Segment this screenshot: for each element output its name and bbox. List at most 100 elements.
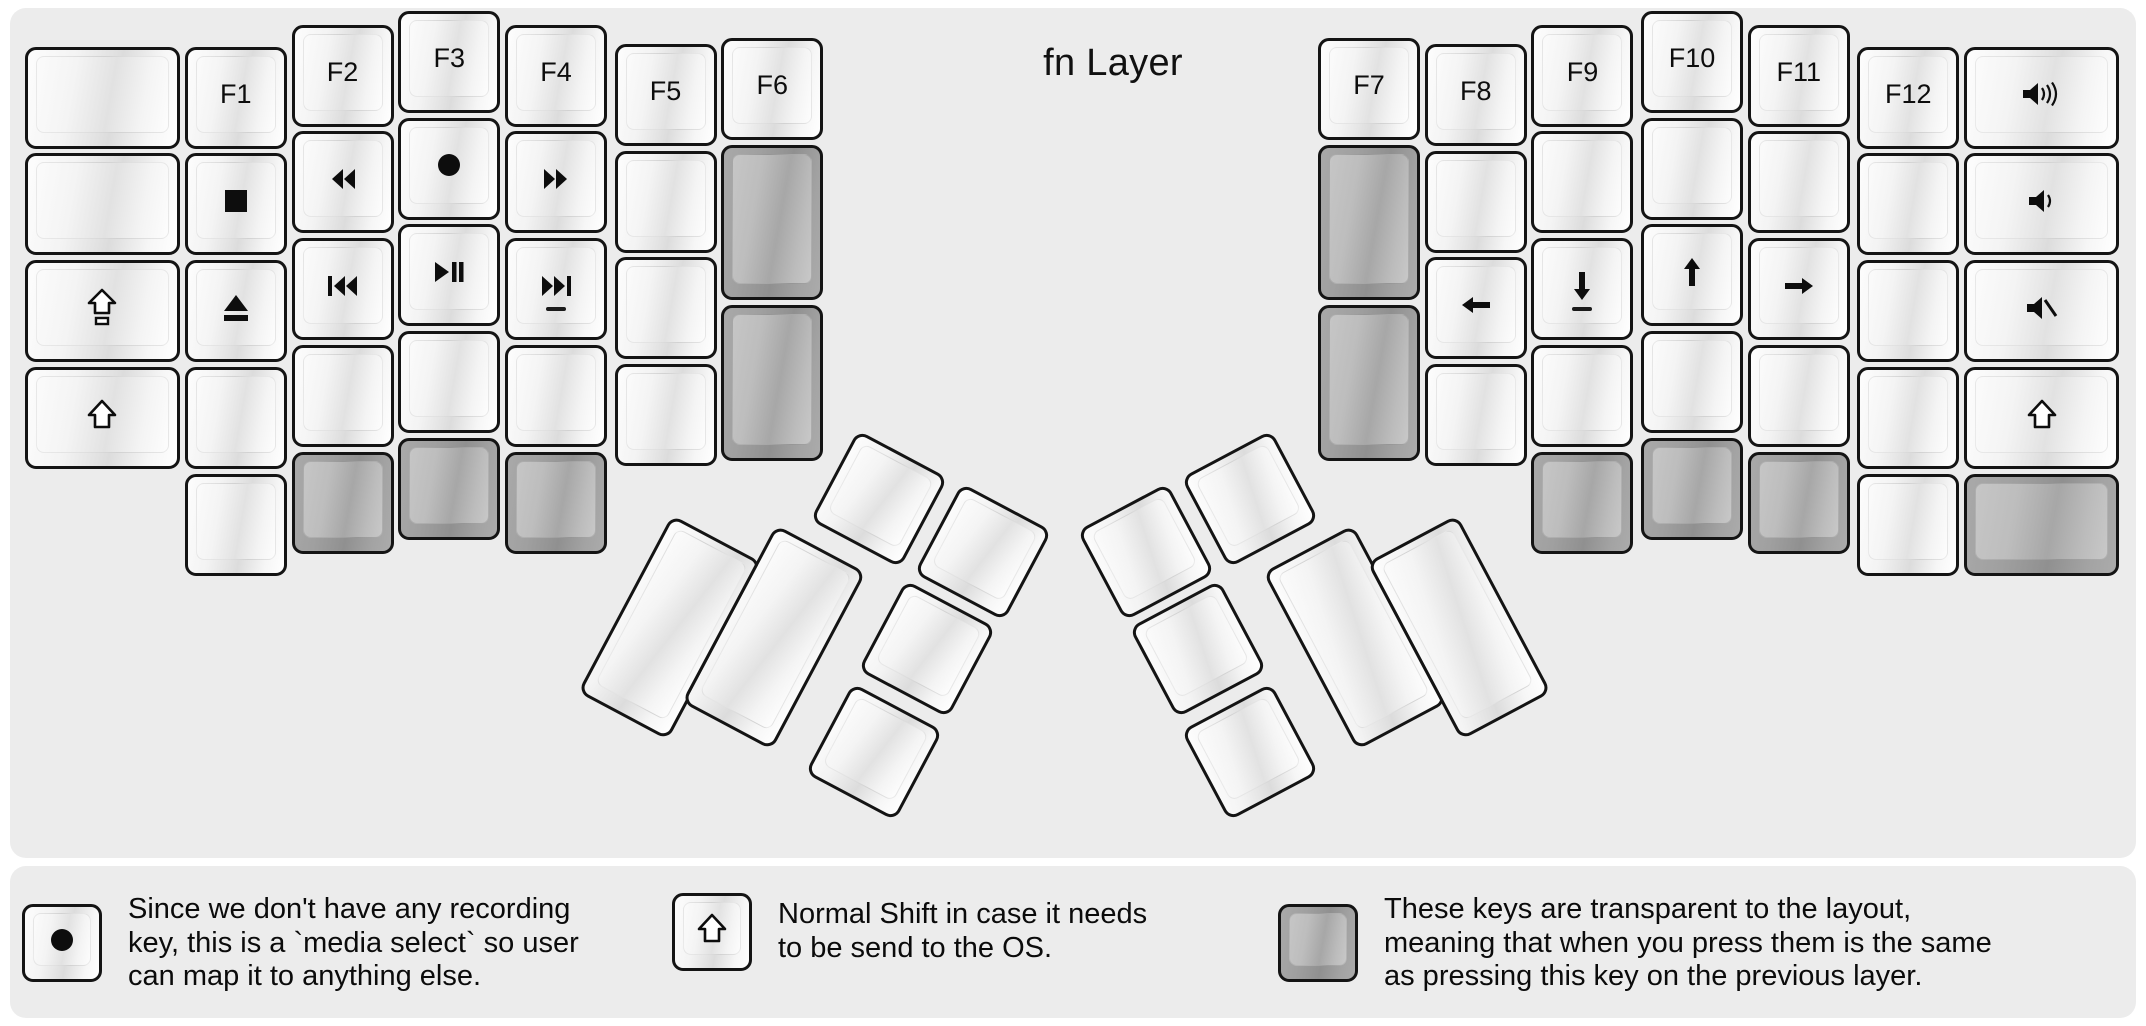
keycap-top-surface <box>1651 446 1732 524</box>
keycap-label <box>295 461 391 538</box>
keycap-right-middle-1[interactable]: F10 <box>1640 10 1743 113</box>
keycap-right-inner-2[interactable] <box>1424 150 1527 253</box>
keycap-left-inner-3[interactable] <box>614 257 717 360</box>
keycap-right-index-4[interactable] <box>1531 344 1634 447</box>
keycap-label <box>401 340 497 417</box>
keycap-top-surface <box>409 446 490 524</box>
keycap-label: F8 <box>1459 75 1492 106</box>
keycap-right-pinky-5[interactable] <box>1857 473 1960 576</box>
keycap-right-index-2[interactable] <box>1531 131 1634 234</box>
keycap-top-surface <box>1868 55 1949 133</box>
keycap-left-inner-2[interactable] <box>614 150 717 253</box>
keycap-right-pinky-outer-3[interactable] <box>1963 260 2120 363</box>
keycap-left-pinky-4[interactable] <box>184 366 287 469</box>
keycap-top-surface <box>302 247 383 325</box>
keycap-right-ring-4[interactable] <box>1747 344 1850 447</box>
shift-arrow-icon <box>675 902 749 955</box>
keycap-label <box>618 373 714 450</box>
keycap-left-pinky-outer-4[interactable] <box>24 366 181 469</box>
keycap-left-inner-most-2[interactable] <box>721 145 824 301</box>
keycap-right-pinky-outer-1[interactable] <box>1963 46 2120 149</box>
keycap-right-pinky-outer-4[interactable] <box>1963 366 2120 469</box>
keycap-right-ring-1[interactable]: F11 <box>1747 24 1850 127</box>
keycap-right-pinky-outer-5[interactable] <box>1963 473 2120 576</box>
keycap-left-pinky-outer-2[interactable] <box>24 153 181 256</box>
keycap-right-pinky-2[interactable] <box>1857 153 1960 256</box>
play-pause-icon <box>401 233 497 310</box>
keycap-label <box>508 354 604 431</box>
keycap-right-pinky-outer-2[interactable] <box>1963 153 2120 256</box>
keycap-left-index-3[interactable] <box>505 238 608 341</box>
keycap-left-pinky-2[interactable] <box>184 153 287 256</box>
keycap-left-pinky-outer-1[interactable] <box>24 46 181 149</box>
keycap-right-ring-3[interactable] <box>1747 238 1850 341</box>
keycap-right-pinky-1[interactable]: F12 <box>1857 46 1960 149</box>
keycap-label <box>1751 354 1847 431</box>
keycap-left-index-4[interactable] <box>505 344 608 447</box>
keycap-right-inner-3[interactable] <box>1424 257 1527 360</box>
keycap-right-inner-4[interactable] <box>1424 364 1527 467</box>
keycap-left-index-1[interactable]: F4 <box>505 24 608 127</box>
keycap-left-middle-2[interactable] <box>398 117 501 220</box>
keycap-right-pinky-4[interactable] <box>1857 366 1960 469</box>
keycap-right-index-3[interactable] <box>1531 238 1634 341</box>
legend-sample-keycap-1 <box>22 904 102 983</box>
keycap-left-pinky-5[interactable] <box>184 473 287 576</box>
keycap-left-inner-most-3[interactable] <box>721 305 824 461</box>
keycap-right-inner-most-3[interactable] <box>1317 305 1420 461</box>
keycap-right-ring-2[interactable] <box>1747 131 1850 234</box>
keycap-label: F7 <box>1353 70 1385 101</box>
keycap-left-pinky-3[interactable] <box>184 260 287 363</box>
keycap-top-surface <box>516 353 597 431</box>
keycap-left-middle-4[interactable] <box>398 331 501 434</box>
keycap-top-surface <box>1542 33 1623 111</box>
keycap-top-surface <box>1974 482 2109 560</box>
keycap-left-middle-3[interactable] <box>398 224 501 327</box>
volume-mute-icon <box>1967 269 2116 346</box>
keycap-label <box>1644 447 1740 524</box>
keycap-label: F3 <box>433 42 466 73</box>
keycap-label <box>618 266 714 343</box>
keycap-left-ring-1[interactable]: F2 <box>291 24 394 127</box>
keycap-left-inner-1[interactable]: F5 <box>614 43 717 146</box>
keycap-left-index-5[interactable] <box>505 451 608 554</box>
keycap-label <box>1751 140 1847 217</box>
keycap-right-inner-most-1[interactable]: F7 <box>1317 38 1420 141</box>
keycap-left-pinky-outer-3[interactable] <box>24 260 181 363</box>
keycap-left-inner-most-1[interactable]: F6 <box>721 38 824 141</box>
shift-arrow-icon <box>28 376 177 453</box>
keycap-top-surface <box>732 314 813 445</box>
keycap-left-inner-4[interactable] <box>614 364 717 467</box>
keycap-left-pinky-1[interactable]: F1 <box>184 46 287 149</box>
keycap-right-inner-most-2[interactable] <box>1317 145 1420 301</box>
keycap-right-middle-5[interactable] <box>1640 437 1743 540</box>
keycap-top-surface <box>1868 375 1949 453</box>
keycap-label: F6 <box>756 70 788 101</box>
keycap-left-index-2[interactable] <box>505 131 608 234</box>
keycap-top-surface <box>1868 269 1949 347</box>
keycap-label <box>188 483 284 560</box>
keycap-right-inner-1[interactable]: F8 <box>1424 43 1527 146</box>
keycap-right-index-5[interactable] <box>1531 451 1634 554</box>
keycap-left-ring-4[interactable] <box>291 344 394 447</box>
keycap-label: F5 <box>649 75 682 106</box>
keycap-left-middle-1[interactable]: F3 <box>398 10 501 113</box>
keycap-right-ring-5[interactable] <box>1747 451 1850 554</box>
keycap-right-middle-2[interactable] <box>1640 117 1743 220</box>
legend-sample-keycap-2 <box>672 893 752 971</box>
keycap-right-pinky-3[interactable] <box>1857 260 1960 363</box>
keycap-label <box>1644 340 1740 417</box>
keycap-left-ring-5[interactable] <box>291 451 394 554</box>
keycap-label <box>1534 461 1630 538</box>
keycap-right-index-1[interactable]: F9 <box>1531 24 1634 127</box>
keycap-top-surface <box>1758 460 1839 538</box>
keycap-left-ring-3[interactable] <box>291 238 394 341</box>
keycap-right-middle-3[interactable] <box>1640 224 1743 327</box>
keycap-top-surface <box>1289 913 1347 967</box>
keycap-right-middle-4[interactable] <box>1640 331 1743 434</box>
keycap-left-ring-2[interactable] <box>291 131 394 234</box>
keycap-left-middle-5[interactable] <box>398 437 501 540</box>
record-circle-icon <box>25 913 99 966</box>
keycap-top-surface <box>1328 47 1409 125</box>
arrow-left-icon <box>1428 266 1524 343</box>
